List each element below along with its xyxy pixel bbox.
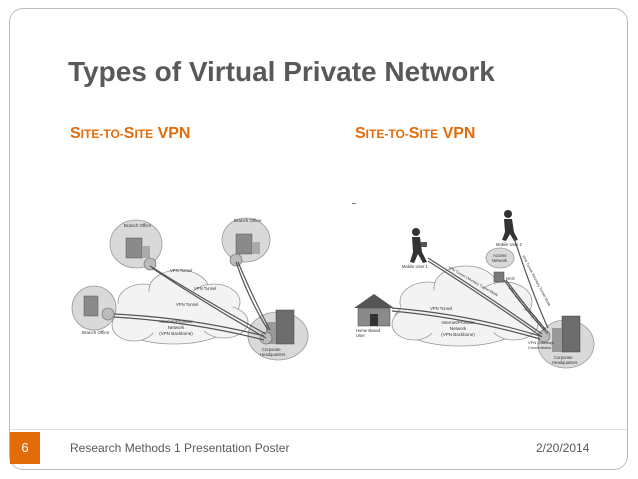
vpn-tunnels [391,237,549,340]
branch-office-1-bubble [109,219,163,271]
svg-text:(VPN Backbone): (VPN Backbone) [441,332,475,337]
svg-text:VPN Tunnel: VPN Tunnel [170,268,192,273]
svg-text:User: User [356,333,365,338]
svg-text:Mobile User 1: Mobile User 1 [402,264,429,269]
stray-dash [352,203,356,204]
corporate-hq-bubble [247,309,309,361]
svg-text:Concentrator: Concentrator [528,345,552,350]
heading-site-to-site-right: SITE-TO-SITE VPN [355,125,476,142]
corporate-hq-bubble [537,315,595,369]
svg-text:Headquarters: Headquarters [260,352,285,357]
mobile-user-1-figure [410,228,427,263]
heading-site-to-site-left: SITE-TO-SITE VPN [70,125,191,142]
svg-text:Network: Network [450,326,467,331]
slide-number-badge: 6 [10,432,40,464]
footer-divider [10,429,627,430]
svg-text:Home Based: Home Based [356,328,381,333]
site-to-site-diagram: Branch Office Branch Office Branch Offic… [71,217,309,361]
mobile-user-2-figure [502,210,518,241]
svg-text:(VPN Backbone): (VPN Backbone) [159,331,193,336]
svg-text:Corporate: Corporate [554,355,573,360]
svg-text:NAS: NAS [506,276,515,281]
svg-text:Mobile User 2: Mobile User 2 [496,242,523,247]
vpn-tunnels [113,261,271,341]
home-user-house [354,294,394,327]
svg-text:Branch Office: Branch Office [234,218,262,223]
svg-text:VPN Tunnel: VPN Tunnel [430,306,452,311]
remote-access-diagram: Mobile User 1 Mobile User 2 Access Netwo… [354,210,595,369]
svg-text:VPN Tunnel: VPN Tunnel [194,286,216,291]
branch-office-2-bubble [221,217,271,267]
slide-title: Types of Virtual Private Network [68,56,495,87]
svg-text:Branch Office: Branch Office [82,330,110,335]
svg-text:Headquarters: Headquarters [552,360,577,365]
svg-text:VPN Tunnel: VPN Tunnel [176,302,198,307]
svg-text:Branch Office: Branch Office [124,223,152,228]
branch-office-3-bubble [71,285,117,331]
svg-text:Internet/Provider: Internet/Provider [159,319,193,324]
svg-text:VPN Gateway/: VPN Gateway/ [528,340,555,345]
svg-text:Network: Network [168,325,185,330]
svg-text:Access: Access [493,253,507,258]
access-network-bubble [485,247,515,283]
svg-text:Network: Network [492,258,508,263]
footer-text: Research Methods 1 Presentation Poster [70,441,290,455]
footer-date: 2/20/2014 [536,441,590,455]
svg-text:Internet/Provider: Internet/Provider [441,320,475,325]
svg-text:Corporate: Corporate [262,347,281,352]
